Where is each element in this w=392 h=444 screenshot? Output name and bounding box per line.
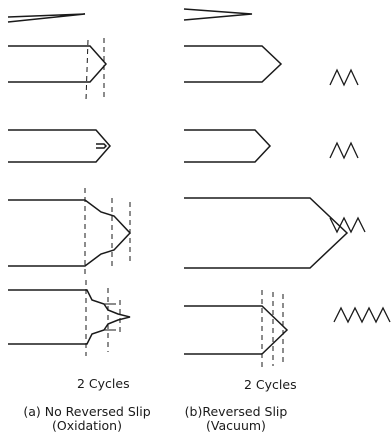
zigzag-2-icon	[329, 141, 359, 160]
crack-a-row3	[8, 129, 111, 163]
tip-details-a-row5	[104, 303, 116, 331]
slip-lines-a-row4	[84, 188, 131, 278]
slip-lines-a-row2	[85, 38, 105, 101]
crack-tip-blunt-a-row3	[96, 143, 108, 149]
cycles-label-a: 2 Cycles	[77, 376, 130, 391]
crack-a-row5	[8, 289, 131, 345]
crack-b-row1	[183, 8, 253, 21]
caption-a-line2: (Oxidation)	[51, 418, 122, 433]
caption-b-line2: (Vacuum)	[206, 418, 266, 433]
zigzag-1-icon	[329, 68, 359, 87]
caption-b-line1: (b)Reversed Slip	[184, 404, 288, 419]
load-waveform-icons	[329, 68, 391, 324]
crack-b-row2	[184, 45, 283, 83]
crack-b-row5	[184, 305, 289, 355]
crack-a-row2	[8, 45, 108, 83]
column-a-crack-profiles	[7, 13, 132, 356]
zigzag-4-icon	[333, 306, 391, 324]
zigzag-3-icon	[329, 216, 366, 234]
caption-a-line1: (a) No Reversed Slip	[23, 404, 151, 419]
slip-lines-b-row5	[261, 290, 284, 368]
cycles-label-b: 2 Cycles	[244, 377, 297, 392]
crack-b-row3	[184, 129, 272, 163]
slip-lines-a-row5	[85, 280, 121, 356]
crack-a-row1	[7, 13, 86, 23]
crack-b-row4	[184, 197, 349, 269]
column-b-crack-profiles	[183, 8, 349, 368]
